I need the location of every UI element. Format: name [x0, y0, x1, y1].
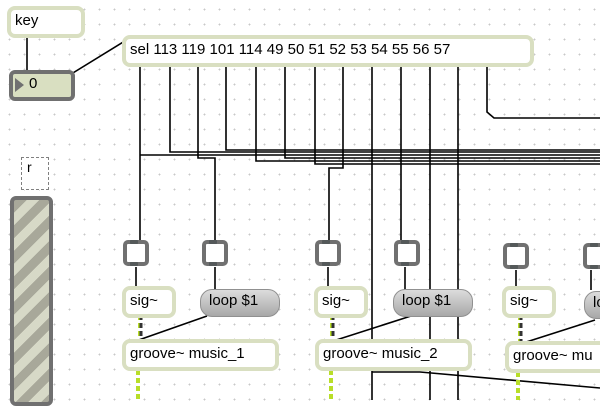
- outlet[interactable]: [254, 63, 265, 67]
- groove-object-label: groove~ mu: [513, 347, 593, 364]
- patch-cord: [225, 64, 600, 151]
- groove-object[interactable]: groove~ mu: [505, 341, 600, 373]
- outlet[interactable]: [136, 314, 147, 318]
- toggle[interactable]: [202, 240, 228, 266]
- loop-message-label: loop $1: [402, 292, 452, 309]
- outlet[interactable]: [401, 262, 409, 266]
- outlet[interactable]: [44, 34, 55, 38]
- inlet[interactable]: [515, 341, 526, 345]
- outlet[interactable]: [196, 63, 207, 67]
- outlet[interactable]: [312, 63, 323, 67]
- receive-object-label: r: [27, 159, 32, 175]
- sig-object[interactable]: sig~: [122, 286, 176, 318]
- outlet[interactable]: [370, 63, 381, 67]
- patch-cord: [329, 315, 412, 343]
- sig-object[interactable]: sig~: [502, 286, 556, 318]
- toggle[interactable]: [503, 243, 529, 269]
- sig-object-label: sig~: [510, 292, 538, 309]
- inlet[interactable]: [510, 243, 518, 247]
- inlet[interactable]: [322, 240, 330, 244]
- outlet[interactable]: [399, 63, 410, 67]
- outlet[interactable]: [510, 265, 518, 269]
- toggle[interactable]: [394, 240, 420, 266]
- outlet[interactable]: [515, 369, 526, 373]
- loop-message-label: loop $1: [209, 292, 259, 309]
- outlet[interactable]: [515, 63, 526, 67]
- patch-cord: [132, 315, 208, 343]
- number-box[interactable]: 0: [9, 70, 75, 101]
- outlet[interactable]: [322, 262, 330, 266]
- inlet[interactable]: [132, 339, 143, 343]
- loop-message-box[interactable]: loop $1: [393, 289, 473, 317]
- groove-object[interactable]: groove~ music_2: [315, 339, 472, 371]
- patch-cord: [169, 64, 600, 153]
- inlet[interactable]: [209, 240, 217, 244]
- outlet[interactable]: [225, 63, 236, 67]
- groove-object-label: groove~ music_1: [130, 345, 245, 362]
- loop-message-box[interactable]: loop $1: [200, 289, 280, 317]
- patch-cord: [328, 64, 344, 240]
- key-object-label: key: [15, 12, 39, 29]
- inlet[interactable]: [324, 286, 335, 290]
- patch-cord: [486, 64, 600, 119]
- sel-object-label: sel 113 119 101 114 49 50 51 52 53 54 55…: [130, 41, 451, 58]
- inlet[interactable]: [134, 35, 145, 39]
- inlet[interactable]: [590, 243, 598, 247]
- receive-object[interactable]: r: [21, 157, 49, 190]
- outlet[interactable]: [328, 314, 339, 318]
- triangle-icon: [15, 78, 24, 92]
- inlet[interactable]: [401, 240, 409, 244]
- toggle[interactable]: [315, 240, 341, 266]
- patch-cord: [519, 319, 596, 345]
- patch-cord: [372, 371, 600, 389]
- outlet[interactable]: [341, 63, 352, 67]
- outlet[interactable]: [457, 63, 468, 67]
- sig-object-label: sig~: [322, 292, 350, 309]
- outlet[interactable]: [132, 367, 143, 371]
- outlet[interactable]: [168, 63, 179, 67]
- patch-cord: [255, 64, 600, 162]
- loop-message-box[interactable]: lo: [584, 291, 600, 319]
- sel-object[interactable]: sel 113 119 101 114 49 50 51 52 53 54 55…: [122, 35, 534, 67]
- number-box-value: 0: [29, 75, 38, 92]
- outlet[interactable]: [486, 63, 497, 67]
- vertical-slider[interactable]: [10, 196, 53, 406]
- patch-cord: [314, 64, 600, 165]
- toggle[interactable]: [583, 243, 600, 269]
- inlet[interactable]: [325, 339, 336, 343]
- patch-cord: [284, 64, 600, 159]
- sig-object-label: sig~: [130, 292, 158, 309]
- patch-cord: [197, 64, 216, 240]
- outlet[interactable]: [516, 314, 527, 318]
- inlet[interactable]: [132, 286, 143, 290]
- outlet[interactable]: [209, 262, 217, 266]
- loop-message-label: lo: [593, 294, 600, 311]
- toggle[interactable]: [123, 240, 149, 266]
- outlet[interactable]: [590, 265, 598, 269]
- outlet[interactable]: [138, 63, 149, 67]
- outlet[interactable]: [64, 34, 75, 38]
- outlet[interactable]: [256, 367, 267, 371]
- key-object[interactable]: key: [7, 6, 85, 38]
- outlet[interactable]: [23, 34, 34, 38]
- groove-object[interactable]: groove~ music_1: [122, 339, 279, 371]
- outlet[interactable]: [130, 262, 138, 266]
- inlet[interactable]: [514, 35, 525, 39]
- outlet[interactable]: [428, 63, 439, 67]
- sig-object[interactable]: sig~: [314, 286, 368, 318]
- outlet[interactable]: [283, 63, 294, 67]
- outlet[interactable]: [325, 367, 336, 371]
- outlet[interactable]: [449, 367, 460, 371]
- inlet[interactable]: [130, 240, 138, 244]
- inlet[interactable]: [512, 286, 523, 290]
- groove-object-label: groove~ music_2: [323, 345, 438, 362]
